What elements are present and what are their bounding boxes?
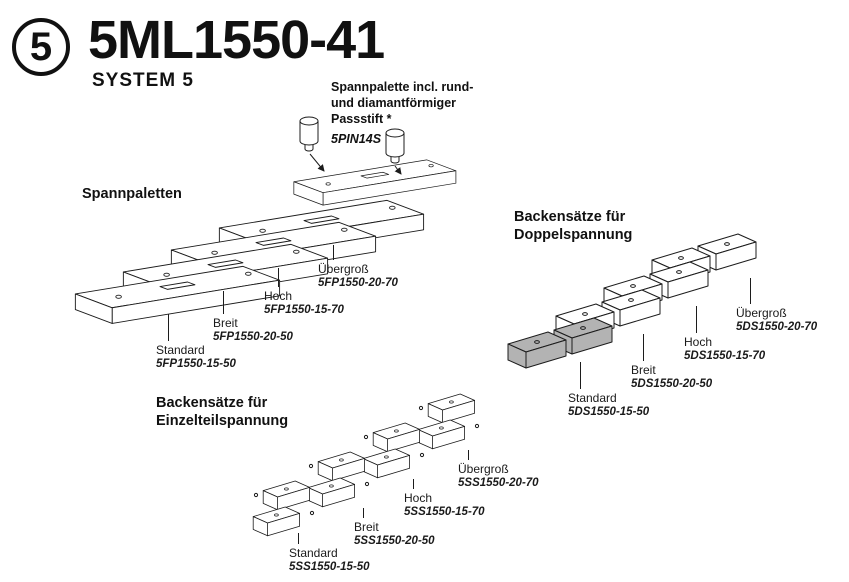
- product-label: Hoch: [264, 289, 293, 303]
- leader-line: [333, 245, 334, 260]
- section-spannpaletten: Spannpaletten Übergroß 5FP1550-20-70 Hoc…: [66, 183, 451, 383]
- callout-einzel-breit: Breit 5SS1550-20-50: [354, 520, 435, 548]
- callout-einzel-standard: Standard 5SS1550-15-50: [289, 546, 370, 574]
- product-label: Hoch: [404, 491, 433, 505]
- section-einzelteilspannung: Backensätze für Einzelteilspannung Überg…: [148, 390, 548, 580]
- callout-einzel-uebergross: Übergroß 5SS1550-20-70: [458, 462, 539, 490]
- product-label: Standard: [156, 343, 205, 357]
- callout-spannpalette-standard: Standard 5FP1550-15-50: [156, 343, 236, 371]
- leader-line: [750, 278, 751, 304]
- leader-line: [298, 533, 299, 544]
- pin-annotation-line3: Passstift *: [331, 112, 392, 126]
- round-pin-drawing: [299, 116, 319, 152]
- product-part-number: 5FP1550-15-50: [156, 358, 236, 370]
- leader-line: [363, 508, 364, 518]
- leader-line: [223, 291, 224, 314]
- product-part-number: 5FP1550-20-70: [318, 277, 398, 289]
- product-label: Hoch: [684, 335, 713, 349]
- product-label: Standard: [568, 391, 617, 405]
- heading-line1: Backensätze für: [156, 395, 268, 411]
- callout-spannpalette-hoch: Hoch 5FP1550-15-70: [264, 289, 344, 317]
- jaw-set-hoch: [363, 423, 423, 478]
- pin-part-number: 5PIN14S: [331, 132, 382, 146]
- pin-annotation-line2: und diamantförmiger: [331, 96, 457, 110]
- product-label: Übergroß: [318, 262, 369, 276]
- doppelspannung-heading: Backensätze für Doppelspannung: [514, 208, 632, 244]
- jaw-set-breit: [308, 452, 368, 507]
- heading-line2: Doppelspannung: [514, 227, 633, 243]
- leader-line: [413, 479, 414, 489]
- product-part-number: 5DS1550-15-70: [684, 350, 766, 362]
- leader-line: [696, 306, 697, 333]
- callout-einzel-hoch: Hoch 5SS1550-15-70: [404, 491, 485, 519]
- product-label: Breit: [631, 363, 656, 377]
- diamond-pin-drawing: [385, 128, 405, 164]
- spannpaletten-heading: Spannpaletten: [82, 186, 182, 202]
- product-label: Breit: [213, 316, 238, 330]
- leader-line: [278, 268, 279, 287]
- jaw-set-uebergross: [418, 394, 478, 449]
- product-part-number: 5DS1550-15-50: [568, 406, 650, 418]
- callout-spannpalette-uebergross: Übergroß 5FP1550-20-70: [318, 262, 398, 290]
- logo-number: 5: [29, 24, 53, 69]
- product-label: Übergroß: [458, 462, 509, 476]
- product-part-number: 5SS1550-15-50: [289, 561, 370, 573]
- pin-arrow: [309, 153, 325, 172]
- product-label: Breit: [354, 520, 379, 534]
- heading-line2: Einzelteilspannung: [156, 413, 289, 429]
- product-label: Übergroß: [736, 306, 787, 320]
- product-part-number: 5DS1550-20-70: [736, 321, 818, 333]
- page-title: 5ML1550-41: [88, 10, 385, 70]
- pin-annotation-line1: Spannpalette incl. rund-: [331, 80, 474, 94]
- product-part-number: 5SS1550-20-50: [354, 535, 435, 547]
- product-part-number: 5FP1550-15-70: [264, 304, 344, 316]
- callout-spannpalette-breit: Breit 5FP1550-20-50: [213, 316, 293, 344]
- system-5-logo: 5: [12, 18, 70, 76]
- pin-arrow: [394, 165, 402, 175]
- product-part-number: 5DS1550-20-50: [631, 378, 713, 390]
- product-part-number: 5FP1550-20-50: [213, 331, 293, 343]
- einzelteilspannung-heading: Backensätze für Einzelteilspannung: [156, 394, 288, 430]
- pin-annotation: Spannpalette incl. rund- und diamantförm…: [331, 79, 506, 147]
- leader-line: [643, 334, 644, 361]
- section-doppelspannung: Backensätze für Doppelspannung Übergroß …: [500, 206, 848, 420]
- jaw-set-standard: [253, 481, 313, 536]
- callout-doppel-hoch: Hoch 5DS1550-15-70: [684, 335, 765, 363]
- leader-line: [468, 450, 469, 460]
- callout-doppel-standard: Standard 5DS1550-15-50: [568, 391, 649, 419]
- leader-line: [580, 362, 581, 389]
- heading-line1: Backensätze für: [514, 209, 626, 225]
- product-label: Standard: [289, 546, 338, 560]
- callout-doppel-uebergross: Übergroß 5DS1550-20-70: [736, 306, 817, 334]
- product-part-number: 5SS1550-15-70: [404, 506, 485, 518]
- product-part-number: 5SS1550-20-70: [458, 477, 539, 489]
- pin-pallet-illustration: [293, 116, 457, 206]
- system-label: SYSTEM 5: [92, 70, 194, 91]
- callout-doppel-breit: Breit 5DS1550-20-50: [631, 363, 712, 391]
- leader-line: [168, 314, 169, 341]
